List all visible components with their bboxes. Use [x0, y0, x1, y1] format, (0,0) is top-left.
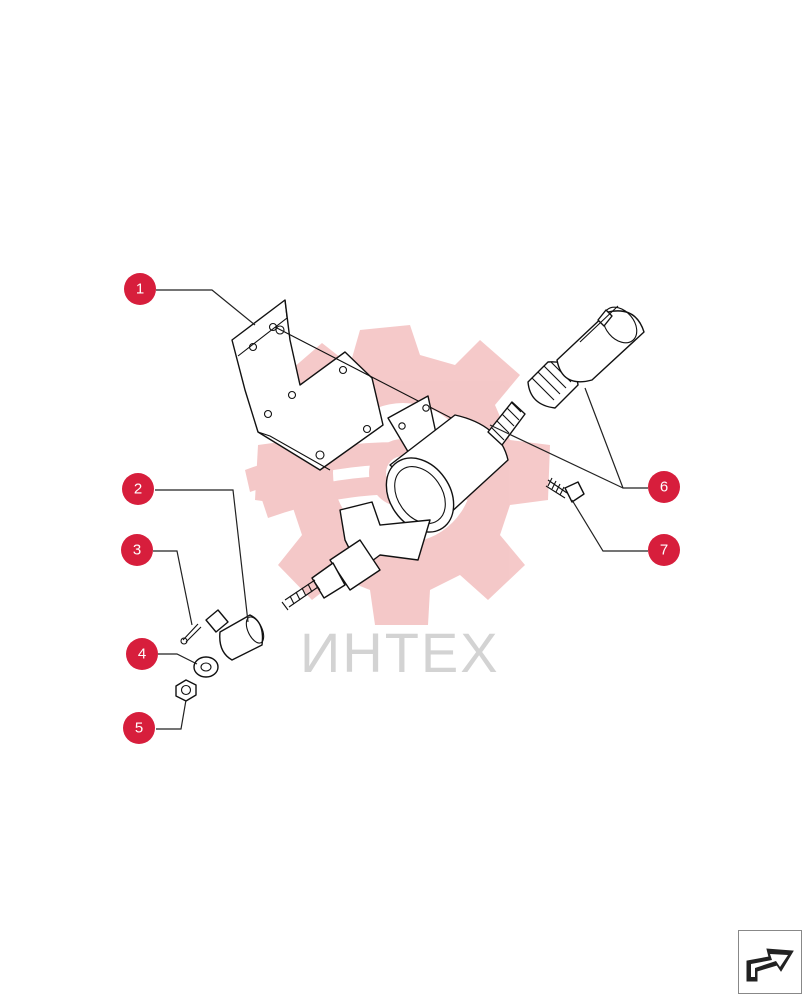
part-bolt	[545, 477, 585, 503]
part-connector-assembly	[527, 305, 645, 409]
callout-3-number: 3	[133, 542, 141, 559]
part-nut	[175, 679, 197, 702]
part-solenoid-spring	[487, 401, 526, 446]
callout-1-badge	[124, 273, 156, 305]
callout-2-number: 2	[134, 481, 142, 498]
callout-2-badge	[122, 473, 154, 505]
callout-2[interactable]: 2	[122, 473, 154, 505]
callout-4-number: 4	[138, 646, 146, 663]
part-cotter-pin	[180, 623, 202, 645]
part-washer	[193, 656, 219, 678]
callout-5-number: 5	[135, 720, 143, 737]
callout-7-badge	[648, 534, 680, 566]
callout-6-badge	[648, 471, 680, 503]
part-solenoid-body	[281, 395, 509, 611]
callout-1[interactable]: 1	[124, 273, 156, 305]
callout-6-number: 6	[660, 479, 668, 496]
next-page-button[interactable]	[738, 930, 802, 994]
callout-4-badge	[126, 638, 158, 670]
callout-5-badge	[123, 712, 155, 744]
next-page-arrow-icon	[746, 948, 794, 982]
part-mounting-bracket	[231, 299, 456, 471]
callout-6[interactable]: 6	[648, 471, 680, 503]
callout-3[interactable]: 3	[121, 534, 153, 566]
watermark-text: ИНТЕХ	[300, 621, 500, 684]
callout-5[interactable]: 5	[123, 712, 155, 744]
callout-3-badge	[121, 534, 153, 566]
callout-4[interactable]: 4	[126, 638, 158, 670]
callout-1-number: 1	[136, 281, 144, 298]
part-clevis-pin	[205, 609, 265, 661]
leader-lines	[153, 289, 648, 730]
callout-7[interactable]: 7	[648, 534, 680, 566]
callout-7-number: 7	[660, 542, 668, 559]
